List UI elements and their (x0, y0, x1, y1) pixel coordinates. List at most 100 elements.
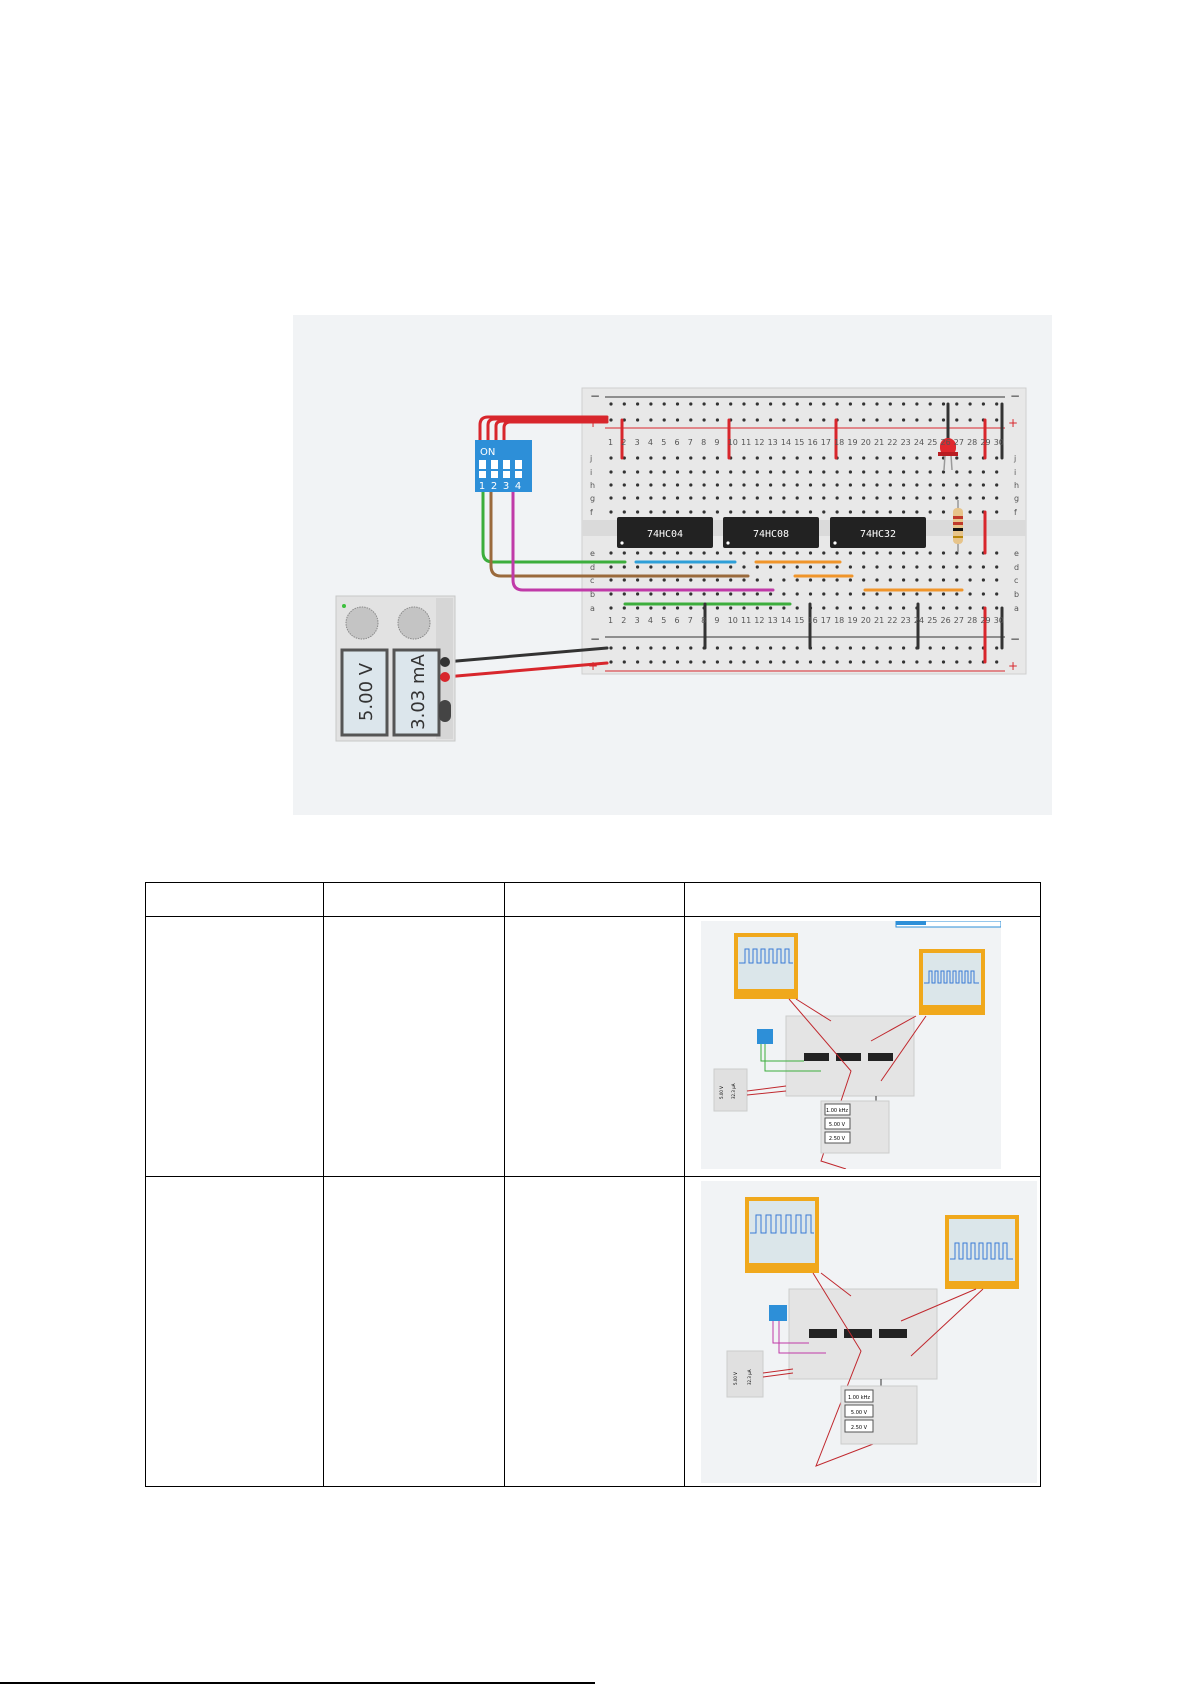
breadboard-hole[interactable] (702, 578, 706, 582)
breadboard-hole[interactable] (848, 565, 853, 569)
chip-74hc32[interactable]: 74HC32 (830, 517, 926, 548)
breadboard-hole[interactable] (955, 496, 959, 500)
breadboard-hole[interactable] (649, 592, 653, 596)
breadboard-hole[interactable] (782, 578, 786, 582)
breadboard-hole[interactable] (928, 565, 932, 569)
breadboard-hole[interactable] (729, 578, 733, 582)
breadboard-hole[interactable] (689, 496, 693, 500)
breadboard-hole[interactable] (782, 402, 786, 406)
breadboard-hole[interactable] (702, 660, 706, 664)
breadboard-hole[interactable] (782, 551, 786, 555)
breadboard-hole[interactable] (955, 606, 959, 610)
breadboard-hole[interactable] (995, 606, 999, 610)
breadboard-hole[interactable] (968, 646, 972, 650)
breadboard-hole[interactable] (835, 551, 839, 555)
breadboard-hole[interactable] (902, 660, 906, 664)
breadboard-hole[interactable] (649, 551, 653, 555)
breadboard-hole[interactable] (715, 578, 720, 582)
breadboard-hole[interactable] (941, 510, 946, 514)
breadboard-hole[interactable] (662, 565, 666, 569)
breadboard-hole[interactable] (675, 470, 680, 474)
breadboard-hole[interactable] (649, 578, 653, 582)
power-switch[interactable] (439, 700, 451, 722)
breadboard-hole[interactable] (675, 592, 680, 596)
breadboard-hole[interactable] (622, 402, 626, 406)
breadboard-hole[interactable] (888, 496, 892, 500)
breadboard-hole[interactable] (689, 402, 693, 406)
breadboard-hole[interactable] (888, 510, 892, 514)
breadboard-hole[interactable] (636, 592, 640, 596)
breadboard-hole[interactable] (729, 660, 733, 664)
breadboard-hole[interactable] (835, 660, 839, 664)
breadboard-hole[interactable] (955, 456, 959, 460)
breadboard-hole[interactable] (822, 496, 826, 500)
breadboard-hole[interactable] (848, 660, 853, 664)
breadboard-hole[interactable] (795, 496, 799, 500)
breadboard-hole[interactable] (875, 483, 879, 487)
breadboard-hole[interactable] (941, 551, 946, 555)
breadboard-hole[interactable] (848, 510, 853, 514)
breadboard-hole[interactable] (742, 646, 746, 650)
breadboard-hole[interactable] (808, 496, 813, 500)
breadboard-hole[interactable] (995, 592, 999, 596)
breadboard-hole[interactable] (729, 606, 733, 610)
breadboard-hole[interactable] (848, 551, 853, 555)
breadboard-hole[interactable] (636, 418, 640, 422)
breadboard-hole[interactable] (862, 551, 866, 555)
breadboard-hole[interactable] (902, 456, 906, 460)
breadboard-hole[interactable] (715, 660, 720, 664)
breadboard-hole[interactable] (941, 496, 946, 500)
breadboard-hole[interactable] (875, 592, 879, 596)
breadboard-hole[interactable] (835, 470, 839, 474)
breadboard-hole[interactable] (848, 470, 853, 474)
breadboard-hole[interactable] (742, 592, 746, 596)
breadboard-hole[interactable] (862, 510, 866, 514)
breadboard-hole[interactable] (715, 646, 720, 650)
breadboard-hole[interactable] (928, 660, 932, 664)
breadboard-hole[interactable] (941, 606, 946, 610)
breadboard-hole[interactable] (995, 496, 999, 500)
breadboard-hole[interactable] (915, 470, 919, 474)
breadboard-hole[interactable] (862, 402, 866, 406)
breadboard-hole[interactable] (995, 578, 999, 582)
breadboard-hole[interactable] (742, 660, 746, 664)
breadboard-hole[interactable] (689, 418, 693, 422)
breadboard-hole[interactable] (941, 578, 946, 582)
breadboard-hole[interactable] (915, 551, 919, 555)
breadboard-hole[interactable] (822, 551, 826, 555)
breadboard-hole[interactable] (675, 402, 680, 406)
breadboard-hole[interactable] (769, 496, 773, 500)
breadboard-hole[interactable] (968, 551, 972, 555)
breadboard-hole[interactable] (636, 470, 640, 474)
breadboard-hole[interactable] (609, 510, 613, 514)
breadboard-hole[interactable] (995, 551, 999, 555)
breadboard-hole[interactable] (689, 483, 693, 487)
breadboard-hole[interactable] (755, 565, 759, 569)
breadboard-hole[interactable] (822, 456, 826, 460)
breadboard-hole[interactable] (755, 402, 759, 406)
breadboard-hole[interactable] (915, 456, 919, 460)
breadboard-hole[interactable] (981, 496, 986, 500)
breadboard-hole[interactable] (649, 470, 653, 474)
breadboard-hole[interactable] (715, 510, 720, 514)
breadboard-hole[interactable] (808, 510, 813, 514)
breadboard-hole[interactable] (636, 402, 640, 406)
breadboard-hole[interactable] (955, 578, 959, 582)
breadboard-hole[interactable] (702, 418, 706, 422)
breadboard-hole[interactable] (729, 592, 733, 596)
breadboard-hole[interactable] (782, 483, 786, 487)
breadboard-hole[interactable] (662, 551, 666, 555)
breadboard-hole[interactable] (702, 483, 706, 487)
breadboard-hole[interactable] (968, 510, 972, 514)
breadboard-hole[interactable] (662, 660, 666, 664)
breadboard-hole[interactable] (848, 606, 853, 610)
breadboard-hole[interactable] (928, 496, 932, 500)
breadboard-hole[interactable] (968, 496, 972, 500)
breadboard-hole[interactable] (888, 456, 892, 460)
breadboard-hole[interactable] (649, 660, 653, 664)
breadboard-hole[interactable] (782, 660, 786, 664)
breadboard-hole[interactable] (915, 578, 919, 582)
breadboard-hole[interactable] (835, 483, 839, 487)
breadboard-hole[interactable] (902, 496, 906, 500)
breadboard-hole[interactable] (769, 592, 773, 596)
